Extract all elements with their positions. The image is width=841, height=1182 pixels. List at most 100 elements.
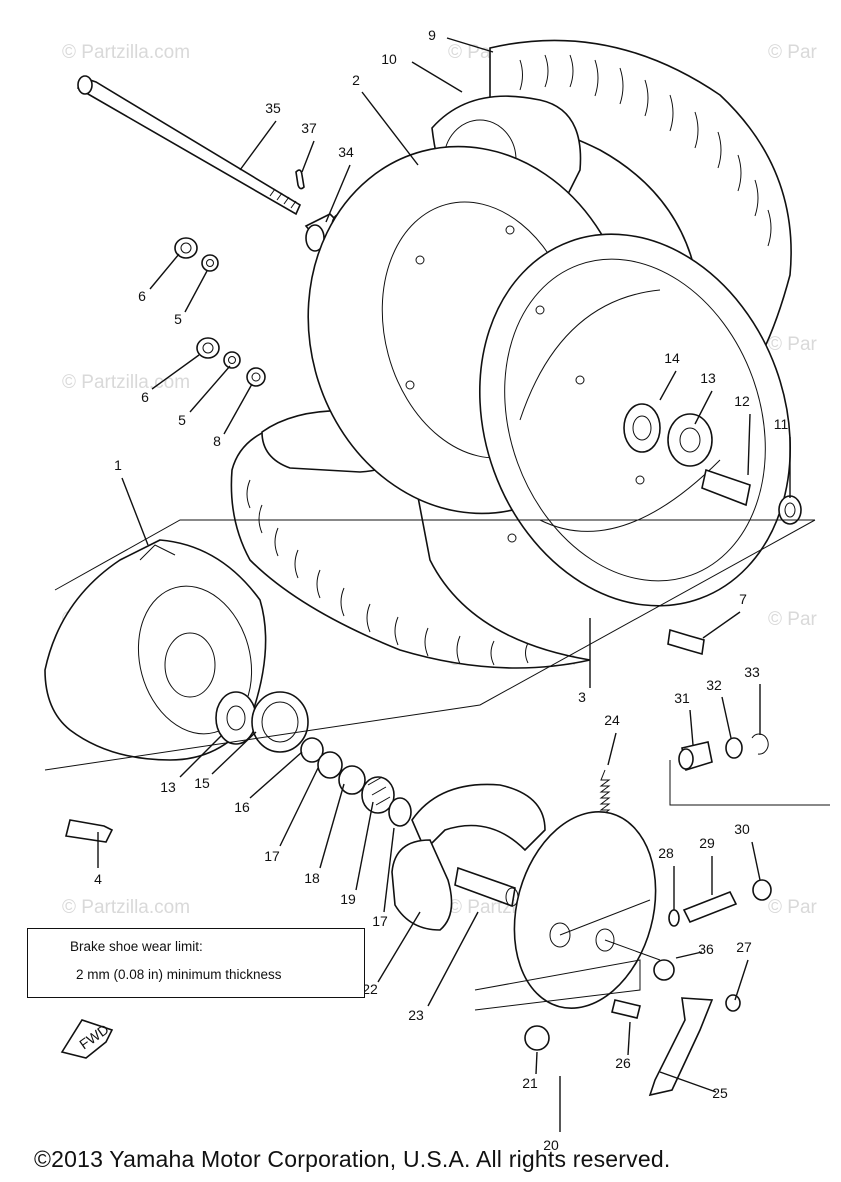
callout-leader-25 [659, 1071, 717, 1093]
speedometer-gear-set [668, 733, 772, 927]
callout-leader-17 [383, 827, 395, 913]
watermark-text: © Par [768, 897, 818, 918]
callout-leader-17 [279, 767, 319, 847]
callout-number-17: 17 [372, 913, 388, 929]
callout-leader-23 [427, 911, 479, 1007]
bearing-set [623, 403, 802, 525]
axle-part [76, 75, 302, 216]
callout-leader-6 [149, 253, 180, 290]
callout-leader-32 [721, 696, 732, 739]
callout-number-33: 33 [744, 664, 760, 680]
callout-number-10: 10 [381, 51, 397, 67]
callout-leader-16 [249, 751, 303, 799]
forward-direction-arrow: FWD [60, 1019, 114, 1059]
callout-leader-7 [702, 611, 741, 639]
note-line-2: 2 mm (0.08 in) minimum thickness [76, 967, 282, 982]
callout-leader-37 [301, 140, 315, 173]
callout-number-32: 32 [706, 677, 722, 693]
watermark-text: © Par [768, 42, 818, 63]
callout-leader-1 [121, 477, 149, 546]
callout-number-26: 26 [615, 1055, 631, 1071]
callout-leader-24 [607, 732, 617, 766]
hub-cover-part [44, 539, 267, 761]
callout-number-5: 5 [178, 412, 186, 428]
watermark-text: © Partzilla.com [62, 42, 190, 63]
callout-leader-35 [239, 120, 277, 171]
callout-leader-6 [151, 354, 200, 390]
callout-leader-13 [179, 734, 223, 778]
callout-number-4: 4 [94, 871, 102, 887]
callout-number-37: 37 [301, 120, 317, 136]
callout-number-12: 12 [734, 393, 750, 409]
callout-number-23: 23 [408, 1007, 424, 1023]
callout-leader-31 [689, 709, 694, 746]
callout-number-14: 14 [664, 350, 680, 366]
watermark-text: © Par [768, 334, 818, 355]
callout-leader-21 [535, 1051, 538, 1075]
callout-number-13: 13 [700, 370, 716, 386]
callout-leader-26 [627, 1021, 631, 1056]
hub-cover-internals [215, 691, 412, 827]
callout-leader-10 [411, 61, 463, 93]
brake-shoe-part [391, 783, 546, 931]
callout-number-28: 28 [658, 845, 674, 861]
callout-leader-13 [694, 390, 713, 425]
callout-number-5: 5 [174, 311, 182, 327]
callout-leader-18 [319, 783, 345, 869]
callout-leader-9 [446, 37, 494, 53]
callout-number-13: 13 [160, 779, 176, 795]
bolt-part [667, 628, 705, 656]
callout-leader-15 [211, 731, 257, 775]
brake-panel-part [513, 811, 661, 1009]
callout-number-6: 6 [138, 288, 146, 304]
callout-number-34: 34 [338, 144, 354, 160]
callout-number-2: 2 [352, 72, 360, 88]
watermark-text: © Partzilla.com [62, 897, 190, 918]
cotter-pin-part [295, 169, 305, 190]
brake-lever-part [611, 959, 741, 1097]
callout-number-7: 7 [739, 591, 747, 607]
callout-number-20: 20 [543, 1137, 559, 1153]
callout-number-31: 31 [674, 690, 690, 706]
callout-leader-30 [751, 841, 761, 881]
assembly-reference-lines [44, 519, 830, 1011]
copyright-notice: ©2013 Yamaha Motor Corporation, U.S.A. A… [34, 1146, 671, 1172]
callout-leader-27 [734, 959, 749, 1001]
callout-number-22: 22 [362, 981, 378, 997]
callout-number-29: 29 [699, 835, 715, 851]
callout-leader-14 [659, 370, 677, 401]
callout-leader-34 [325, 164, 351, 223]
callout-leader-22 [377, 911, 421, 983]
callout-number-19: 19 [340, 891, 356, 907]
watermark-text: © Partzilla.com [62, 372, 190, 393]
callout-number-30: 30 [734, 821, 750, 837]
callout-leader-2 [361, 91, 419, 166]
callout-number-6: 6 [141, 389, 149, 405]
callout-leader-36 [675, 951, 703, 959]
nut-washer-set [174, 237, 266, 387]
callout-number-21: 21 [522, 1075, 538, 1091]
callout-leader-5 [189, 365, 231, 413]
callout-number-17: 17 [264, 848, 280, 864]
callout-leader-5 [184, 270, 208, 313]
callout-number-1: 1 [114, 457, 122, 473]
callout-number-24: 24 [604, 712, 620, 728]
callout-number-11: 11 [774, 416, 789, 432]
callout-number-18: 18 [304, 870, 320, 886]
note-line-1: Brake shoe wear limit: [70, 939, 203, 954]
callout-leader-19 [355, 801, 374, 891]
callout-number-8: 8 [213, 433, 221, 449]
callout-layer: 1234556678910111213131415161717181920212… [94, 27, 791, 1153]
cap-part [524, 1025, 550, 1051]
callout-leader-8 [223, 383, 253, 435]
callout-leader-12 [747, 413, 751, 476]
callout-number-3: 3 [578, 689, 586, 705]
callout-number-9: 9 [428, 27, 436, 43]
brake-shoe-wear-note: Brake shoe wear limit: 2 mm (0.08 in) mi… [27, 928, 365, 998]
watermark-text: © Par [768, 609, 818, 630]
callout-number-16: 16 [234, 799, 250, 815]
callout-number-25: 25 [712, 1085, 728, 1101]
callout-number-36: 36 [698, 941, 714, 957]
callout-number-35: 35 [265, 100, 281, 116]
